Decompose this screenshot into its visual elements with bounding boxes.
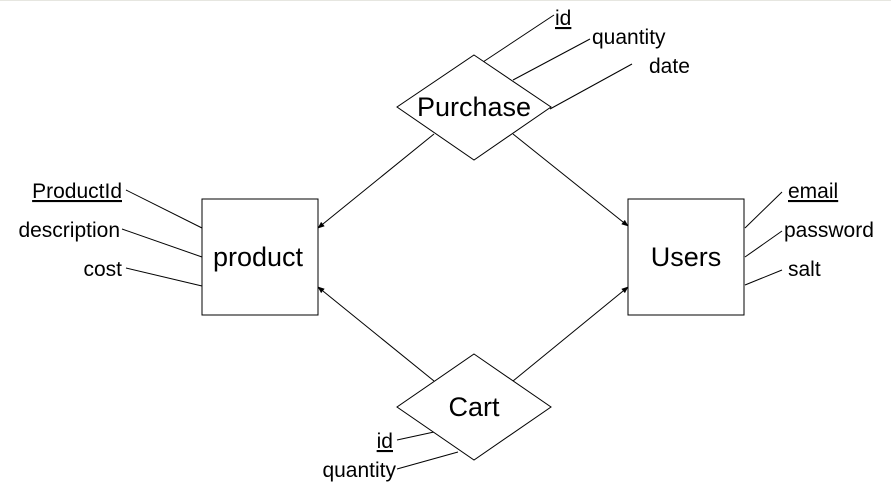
attr-cost: cost: [83, 258, 122, 281]
purchase-attr-connector-id: [482, 14, 555, 63]
product-attr-connector-description: [121, 228, 203, 258]
users-entity-label: Users: [651, 242, 722, 272]
attr-password: password: [784, 219, 874, 242]
product-attr-connector-cost: [125, 267, 203, 287]
top-border: [0, 0, 891, 1]
cart-relationship-diamond: [396, 353, 552, 461]
cart-to-product-connector: [317, 286, 435, 382]
product-attr-connector-productid: [125, 189, 203, 229]
purchase-to-users-connector: [512, 133, 629, 227]
users-attr-connector-password: [744, 230, 783, 258]
purchase-relationship-diamond: [396, 54, 552, 161]
cart-to-users-connector: [512, 286, 629, 382]
attr-cart-quantity: quantity: [322, 459, 396, 482]
purchase-relationship-label: Purchase: [417, 92, 531, 122]
cart-attr-connector-quantity: [396, 451, 459, 470]
attr-purchase-id: id: [555, 7, 571, 30]
purchase-attr-connector-date: [549, 63, 633, 110]
attr-purchase-date: date: [649, 55, 690, 78]
purchase-to-product-connector: [317, 133, 435, 229]
users-attr-connector-salt: [744, 269, 783, 286]
product-entity-label: product: [213, 242, 304, 272]
attr-productid: ProductId: [32, 180, 122, 203]
users-attr-connector-email: [744, 191, 783, 229]
attr-email: email: [788, 180, 838, 203]
attr-salt: salt: [788, 258, 821, 281]
attr-description: description: [18, 219, 120, 242]
attr-purchase-quantity: quantity: [592, 26, 666, 49]
cart-relationship-label: Cart: [448, 392, 500, 422]
cart-attr-connector-id: [396, 431, 435, 441]
attr-cart-id: id: [377, 430, 393, 453]
users-entity-box: [627, 198, 745, 316]
product-entity-box: [201, 198, 319, 316]
purchase-attr-connector-quantity: [512, 38, 591, 81]
